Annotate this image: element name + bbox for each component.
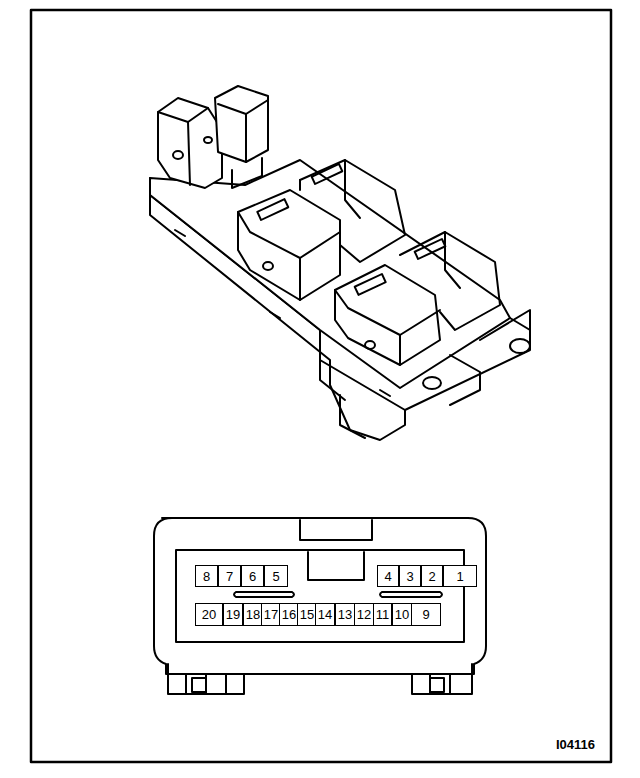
connector-pin: 2 — [421, 565, 443, 587]
connector-housing — [154, 518, 486, 694]
switch-assembly — [150, 86, 530, 440]
connector-pin: 17 — [261, 603, 281, 626]
pin-number: 17 — [264, 608, 278, 621]
connector-pin: 10 — [392, 603, 412, 626]
pin-number: 18 — [246, 608, 260, 621]
frame — [31, 10, 611, 762]
pin-number: 9 — [422, 608, 429, 621]
connector-pin: 8 — [195, 565, 218, 587]
pin-number: 8 — [203, 570, 210, 583]
pin-number: 19 — [226, 608, 240, 621]
connector-pin: 19 — [223, 603, 243, 626]
pin-number: 6 — [249, 570, 256, 583]
connector-pin: 12 — [354, 603, 374, 626]
pin-number: 13 — [338, 608, 352, 621]
connector-pin: 4 — [377, 565, 399, 587]
connector-pin: 7 — [218, 565, 241, 587]
connector-pin: 1 — [443, 565, 477, 587]
pin-number: 10 — [395, 608, 409, 621]
pin-number: 3 — [406, 570, 413, 583]
connector-pin: 9 — [411, 603, 441, 626]
connector-pin: 3 — [399, 565, 421, 587]
pin-number: 2 — [428, 570, 435, 583]
pin-number: 20 — [202, 608, 216, 621]
connector-pin: 15 — [297, 603, 317, 626]
connector-pin: 5 — [264, 565, 288, 587]
connector-pin: 20 — [195, 603, 223, 626]
connector-pin: 11 — [373, 603, 392, 626]
pin-number: 12 — [357, 608, 371, 621]
connector-pin: 18 — [243, 603, 263, 626]
connector-pin: 6 — [241, 565, 264, 587]
connector-pin: 16 — [279, 603, 299, 626]
connector-pin: 13 — [335, 603, 355, 626]
pin-number: 4 — [384, 570, 391, 583]
pin-number: 5 — [272, 570, 279, 583]
figure-code: I04116 — [556, 737, 595, 752]
pin-number: 1 — [456, 570, 463, 583]
pin-number: 16 — [282, 608, 296, 621]
connector-pin: 14 — [315, 603, 335, 626]
pin-number: 14 — [318, 608, 332, 621]
pin-number: 11 — [376, 608, 390, 621]
pin-number: 7 — [226, 570, 233, 583]
pin-number: 15 — [300, 608, 314, 621]
